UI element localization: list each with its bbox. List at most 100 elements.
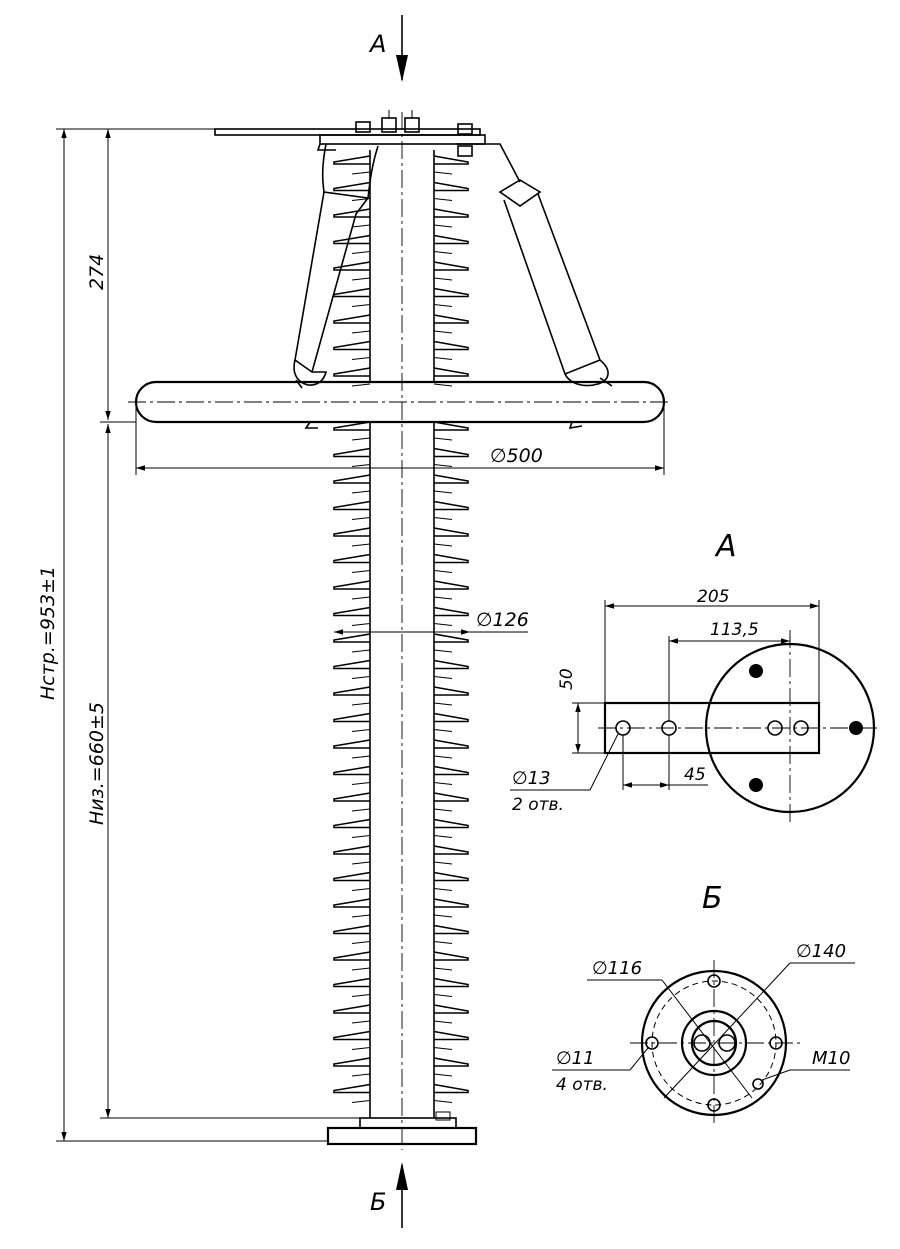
- view-arrow-a: А: [368, 15, 408, 82]
- shed: [333, 1057, 469, 1067]
- shed-small: [351, 330, 453, 334]
- dim-total-height-label: Нстр.=953±1: [37, 566, 59, 700]
- shed: [333, 500, 469, 511]
- shed: [333, 712, 469, 723]
- shed-small: [351, 437, 453, 441]
- shed: [333, 527, 469, 537]
- dim-ring-diameter-label: ∅500: [490, 445, 543, 467]
- shed: [333, 739, 469, 749]
- shed: [333, 1004, 469, 1014]
- shed-small: [351, 702, 453, 706]
- shed-small: [351, 1073, 453, 1077]
- view-b-title: Б: [702, 881, 723, 916]
- dimension-total-height: Нстр.=953±1: [37, 128, 328, 1142]
- shed-small: [351, 649, 453, 653]
- shed-small: [351, 941, 453, 944]
- dim-274-label: 274: [86, 254, 108, 290]
- shed: [333, 234, 469, 245]
- view-a: А 205 113,5 50 45: [510, 529, 880, 822]
- top-bracket: [214, 110, 521, 183]
- shed-small: [351, 596, 453, 600]
- shed: [333, 1083, 469, 1094]
- shed-small: [351, 755, 453, 759]
- shed: [333, 633, 469, 643]
- shed-small: [351, 808, 453, 812]
- shed-small: [351, 543, 453, 547]
- shed: [333, 818, 469, 829]
- shed: [333, 474, 469, 484]
- insulator-main-view: Нстр.=953±1 274 Низ.=660±5 ∅500 ∅126: [37, 110, 672, 1150]
- shed-small: [351, 277, 453, 281]
- dim-205-label: 205: [697, 587, 729, 607]
- shed: [333, 181, 469, 192]
- shed-small: [351, 994, 453, 997]
- shed: [333, 155, 469, 165]
- lower-shed-stack: [333, 421, 469, 1103]
- dim-50-label: 50: [557, 668, 577, 690]
- shed-small: [351, 304, 453, 307]
- dim-116-label: ∅116: [592, 958, 642, 979]
- shed-small: [351, 1100, 453, 1103]
- shed: [333, 686, 469, 696]
- shed: [333, 871, 469, 882]
- dim-insulation-height-label: Низ.=660±5: [86, 702, 108, 825]
- shed-small: [351, 490, 453, 494]
- shed: [333, 261, 469, 271]
- shed-small: [351, 861, 453, 865]
- shed-small: [351, 251, 453, 254]
- dim-hole-count-label: 2 отв.: [512, 795, 564, 815]
- shed: [333, 924, 469, 935]
- shed-small: [351, 914, 453, 918]
- shed: [333, 898, 469, 908]
- shed-small: [351, 967, 453, 971]
- shed: [333, 580, 469, 590]
- base-flange: [326, 1111, 478, 1146]
- shed-small: [351, 383, 453, 387]
- view-arrow-a-label: А: [368, 30, 386, 58]
- dimension-274: 274: [86, 129, 136, 423]
- shed-small: [351, 198, 453, 201]
- view-b: Б ∅116 ∅140 ∅11 4 отв. M10: [552, 881, 855, 1126]
- view-arrow-b: Б: [370, 1162, 408, 1228]
- shed-small: [351, 570, 453, 573]
- shed-small: [351, 171, 453, 175]
- shed: [333, 977, 469, 988]
- upper-shed-stack: [333, 155, 469, 387]
- shed: [333, 208, 469, 218]
- dim-11-count-label: 4 отв.: [556, 1075, 608, 1095]
- dimension-insulation-height: Низ.=660±5: [86, 424, 360, 1119]
- view-a-title: А: [714, 529, 737, 564]
- dimension-shed-diameter: ∅126: [334, 609, 529, 635]
- shed: [333, 792, 469, 802]
- shed-small: [351, 517, 453, 520]
- grading-ring: [128, 380, 672, 430]
- dim-hole-label: ∅13: [512, 768, 551, 789]
- shed: [333, 951, 469, 961]
- shed: [333, 421, 469, 431]
- shed: [333, 765, 469, 776]
- shed-small: [351, 224, 453, 228]
- shed-small: [351, 1020, 453, 1024]
- shed: [333, 553, 469, 564]
- view-arrow-b-label: Б: [370, 1188, 386, 1216]
- dim-140-label: ∅140: [796, 941, 846, 962]
- shed: [333, 845, 469, 855]
- shed: [333, 659, 469, 670]
- shed-small: [351, 676, 453, 679]
- dim-45-label: 45: [684, 765, 706, 785]
- shed-small: [351, 835, 453, 838]
- shed: [333, 447, 469, 458]
- shed: [333, 1030, 469, 1041]
- shed-small: [351, 782, 453, 785]
- dim-11-label: ∅11: [556, 1048, 595, 1069]
- shed: [333, 287, 469, 298]
- dim-shed-diameter-label: ∅126: [476, 609, 529, 631]
- shed: [333, 314, 469, 324]
- shed: [333, 340, 469, 351]
- dimension-ring-diameter: ∅500: [135, 402, 665, 475]
- right-arc-horn: [498, 179, 613, 387]
- left-arc-horn: [293, 143, 379, 389]
- shed-small: [351, 888, 453, 891]
